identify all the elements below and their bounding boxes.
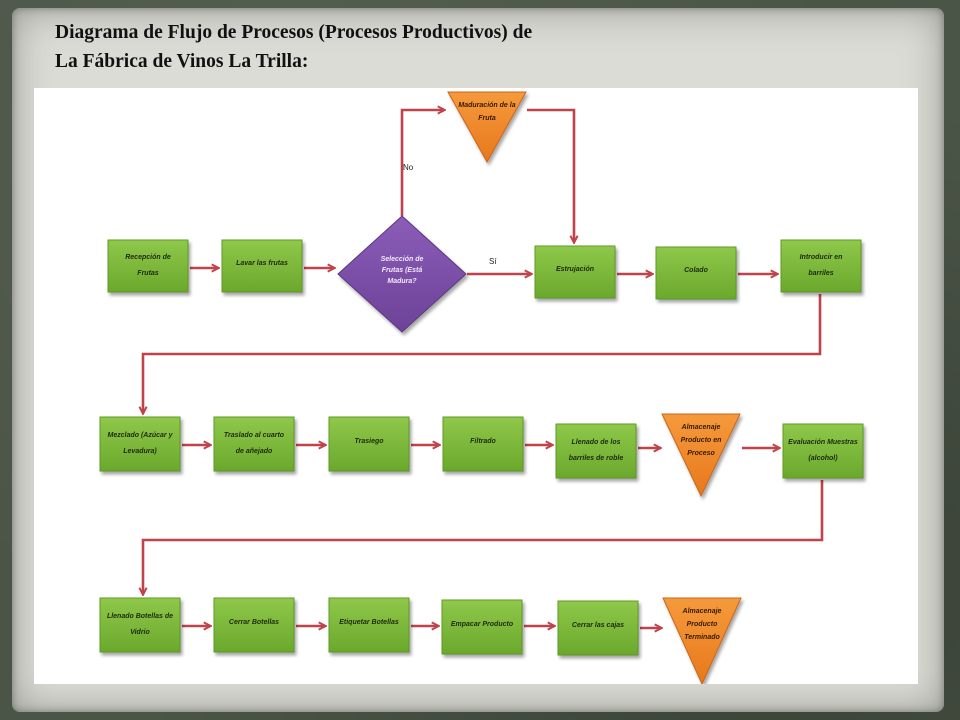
label-no: No	[403, 163, 414, 172]
node-introducir: Introducir en barriles	[780, 239, 862, 293]
process-box	[328, 597, 410, 653]
process-box	[557, 600, 639, 656]
node-evaluacion: Evaluación Muestras (alcohol)	[782, 423, 864, 479]
flow-arrow-15	[143, 480, 824, 594]
process-box	[107, 239, 189, 293]
node-label: Recepción de	[125, 254, 171, 261]
node-label: Frutas	[137, 270, 159, 277]
node-empacar: Empacar Producto	[441, 599, 523, 655]
title-line-1: Diagrama de Flujo de Procesos (Procesos …	[55, 22, 533, 43]
node-label: Cerrar Botellas	[229, 619, 279, 626]
diagram-canvas: Recepción de Frutas Lavar las frutas Selecc…	[34, 88, 918, 684]
node-llenado-barriles: Llenado de los barriles de roble	[555, 423, 637, 479]
flow-nodes: Recepción de Frutas Lavar las frutas Selecc…	[99, 91, 864, 684]
node-label: Cerrar las cajas	[572, 622, 624, 629]
node-label: (alcohol)	[808, 455, 838, 462]
node-label: Colado	[684, 267, 708, 274]
process-box	[780, 239, 862, 293]
process-box	[441, 599, 523, 655]
node-label: Terminado	[684, 634, 720, 641]
flow-arrows	[143, 108, 824, 628]
node-maduracion: Maduración de la Fruta	[447, 91, 527, 164]
node-label: Traslado al cuarto	[224, 432, 285, 439]
edge-labels: No Sí	[403, 163, 497, 266]
flow-arrow-5	[527, 108, 574, 242]
node-recepcion: Recepción de Frutas	[107, 239, 189, 293]
node-mezclado: Mezclado (Azúcar y Levadura)	[99, 416, 181, 472]
node-label: Producto en	[681, 437, 722, 444]
process-box	[655, 246, 737, 300]
process-box	[555, 423, 637, 479]
node-label: barriles	[808, 270, 833, 277]
node-filtrado: Filtrado	[442, 416, 524, 472]
process-box	[99, 597, 181, 653]
process-box	[213, 416, 295, 472]
node-label: Producto	[687, 621, 718, 628]
process-box	[99, 416, 181, 472]
node-colado: Colado	[655, 246, 737, 300]
node-label: Levadura)	[123, 448, 157, 455]
title-line-2: La Fábrica de Vinos La Trilla:	[55, 51, 309, 72]
node-lavar: Lavar las frutas	[221, 239, 303, 293]
label-si: Sí	[489, 257, 497, 266]
node-label: Mezclado (Azúcar y	[108, 432, 174, 439]
node-label: Introducir en	[800, 254, 843, 261]
node-label: Proceso	[687, 450, 715, 457]
node-trasiego: Trasiego	[328, 416, 410, 472]
storage-triangle	[661, 413, 741, 498]
node-label: Lavar las frutas	[236, 260, 288, 267]
decision-diamond	[337, 215, 467, 333]
node-label: Selección de	[381, 256, 424, 263]
process-box	[782, 423, 864, 479]
node-label: Evaluación Muestras	[788, 439, 858, 446]
node-label: Llenado de los	[571, 439, 620, 446]
flow-diagram: Recepción de Frutas Lavar las frutas Selecc…	[99, 91, 864, 684]
node-label: Vidrio	[130, 629, 150, 636]
node-etiquetar: Etiquetar Botellas	[328, 597, 410, 653]
storage-triangle	[662, 597, 742, 684]
node-label: Llenado Botellas de	[107, 613, 173, 620]
node-label: Frutas (Está	[382, 267, 423, 274]
node-label: Etiquetar Botellas	[339, 619, 399, 626]
process-box	[442, 416, 524, 472]
node-traslado: Traslado al cuarto de añejado	[213, 416, 295, 472]
page-title: Diagrama de Flujo de Procesos (Procesos …	[55, 18, 755, 76]
node-label: de añejado	[236, 448, 273, 455]
node-label: Almacenaje	[682, 608, 722, 615]
process-box	[328, 416, 410, 472]
process-box	[221, 239, 303, 293]
node-label: Empacar Producto	[451, 621, 514, 628]
storage-triangle	[447, 91, 527, 164]
node-estrujacion: Estrujación	[534, 245, 616, 299]
node-label: Estrujación	[556, 266, 594, 273]
node-label: Filtrado	[470, 438, 496, 445]
node-label: Fruta	[478, 115, 496, 122]
node-label: barriles de roble	[569, 455, 624, 462]
node-label: Madura?	[387, 278, 417, 285]
node-label: Trasiego	[354, 438, 384, 445]
node-cerrar-cajas: Cerrar las cajas	[557, 600, 639, 656]
process-box	[534, 245, 616, 299]
node-label: Maduración de la	[458, 102, 515, 109]
node-label: Almacenaje	[681, 424, 721, 431]
node-cerrar-botellas: Cerrar Botellas	[213, 597, 295, 653]
process-box	[213, 597, 295, 653]
node-llenado-botellas: Llenado Botellas de Vidrio	[99, 597, 181, 653]
flow-arrow-4	[400, 110, 444, 216]
flow-arrow-8	[143, 294, 822, 413]
